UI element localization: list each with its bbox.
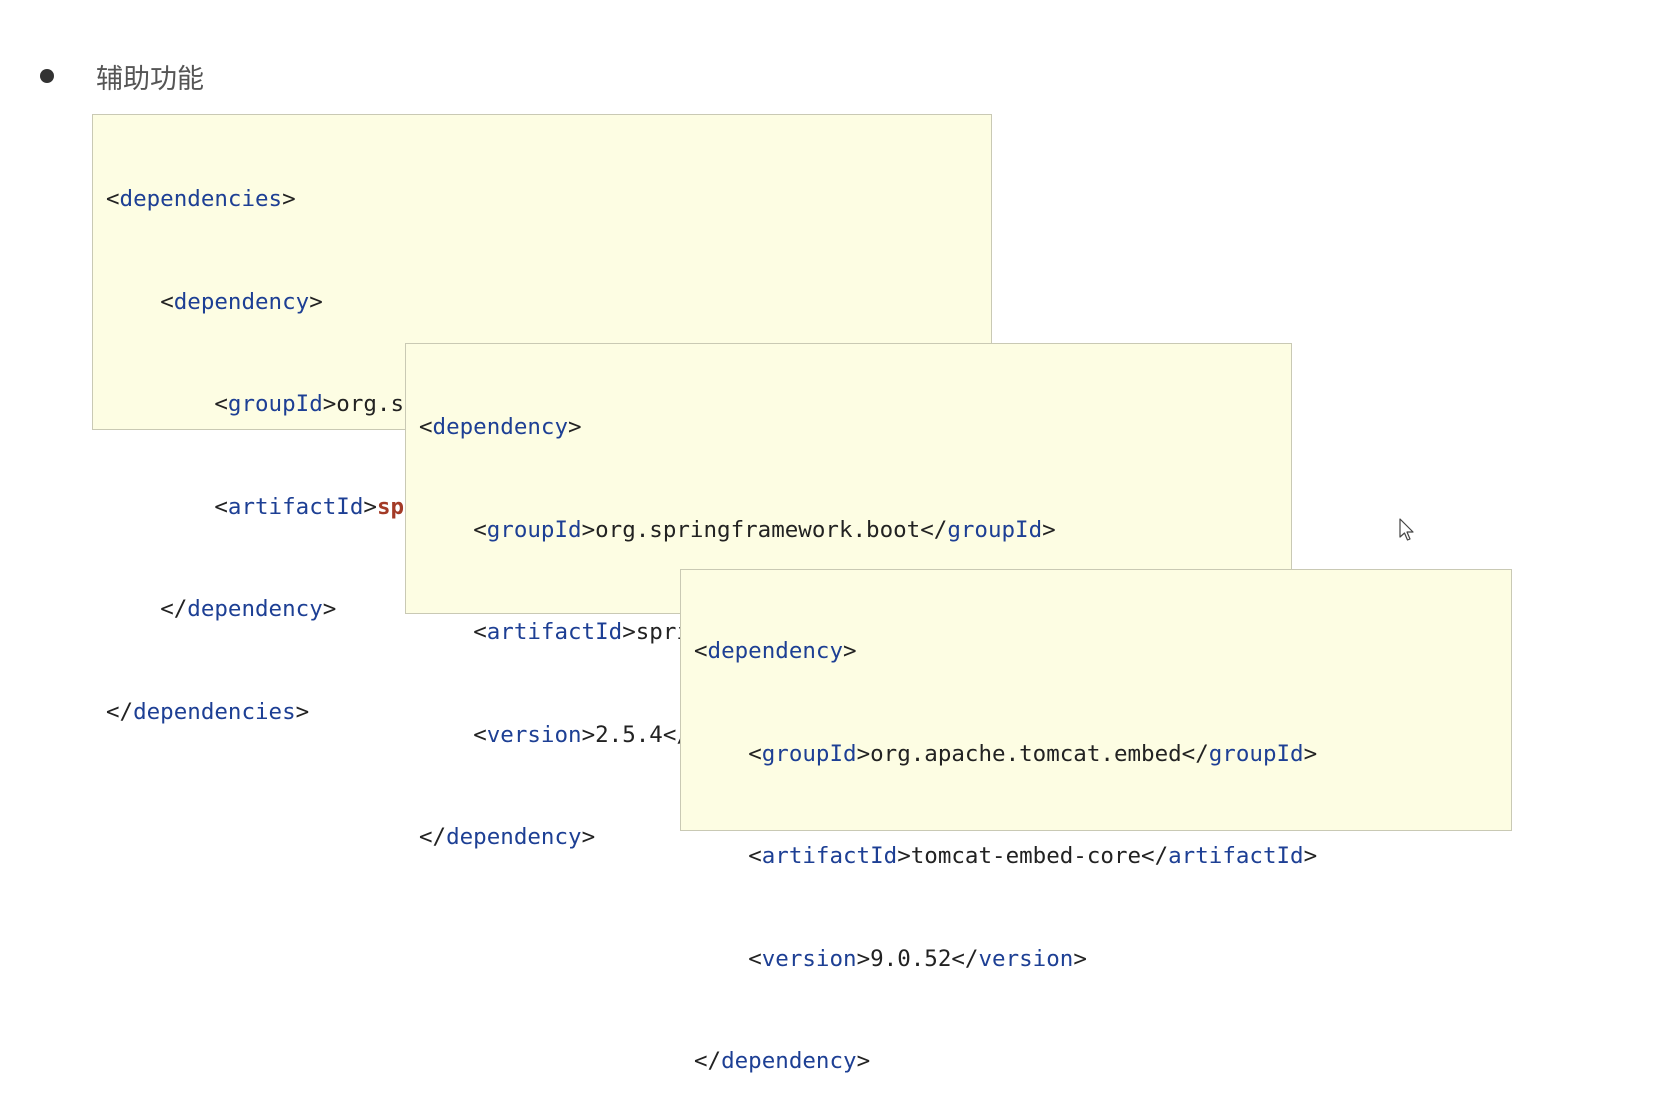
xml-tag: groupId [761, 740, 857, 767]
code-line: <dependency> [160, 288, 323, 315]
xml-tag: dependency [173, 288, 310, 315]
xml-tag: dependency [187, 596, 323, 622]
xml-tag: groupId [1208, 740, 1304, 767]
code-line: </dependency> [694, 1048, 871, 1074]
xml-tag: dependencies [133, 698, 296, 725]
xml-value: org.apache.tomcat.embed [870, 740, 1182, 767]
code-snippet-tomcat-embed: <dependency> <groupId>org.apache.tomcat.… [680, 569, 1512, 1074]
xml-tag: dependencies [119, 186, 283, 212]
xml-tag: artifactId [486, 619, 623, 645]
code-line: <groupId>org.apache.tomcat.embed</groupI… [748, 740, 1318, 767]
code-line: <dependency> [419, 414, 582, 440]
xml-value: org.springframework.boot [595, 516, 921, 543]
xml-tag: version [978, 945, 1074, 972]
xml-tag: artifactId [761, 843, 898, 869]
xml-value: tomcat-embed-core [910, 843, 1142, 869]
xml-tag: version [486, 721, 582, 748]
bullet-dot-icon [40, 69, 54, 83]
code-line: <artifactId>tomcat-embed-core</artifactI… [748, 843, 1318, 869]
code-line: </dependency> [160, 596, 337, 622]
xml-tag: version [761, 945, 857, 972]
xml-tag: groupId [947, 516, 1043, 543]
heading-text: 辅助功能 [96, 63, 204, 95]
code-line: <version>9.0.52</version> [748, 945, 1087, 972]
xml-tag: artifactId [227, 493, 364, 520]
xml-tag: groupId [486, 516, 582, 543]
code-line: <dependencies> [106, 186, 296, 212]
code-line: </dependencies> [106, 698, 310, 725]
xml-tag: artifactId [1168, 843, 1304, 869]
mouse-pointer-icon [1399, 518, 1414, 541]
code-line: <groupId>org.springframework.boot</group… [473, 516, 1056, 543]
xml-tag: dependency [446, 824, 582, 850]
xml-tag: dependency [707, 638, 844, 664]
xml-value: 9.0.52 [870, 945, 952, 972]
code-line: <dependency> [694, 638, 857, 664]
xml-tag: groupId [227, 391, 323, 417]
xml-tag: dependency [721, 1048, 857, 1074]
bullet-heading: 辅助功能 [40, 56, 204, 96]
xml-value: 2.5.4 [595, 721, 663, 748]
xml-tag: dependency [432, 414, 569, 440]
